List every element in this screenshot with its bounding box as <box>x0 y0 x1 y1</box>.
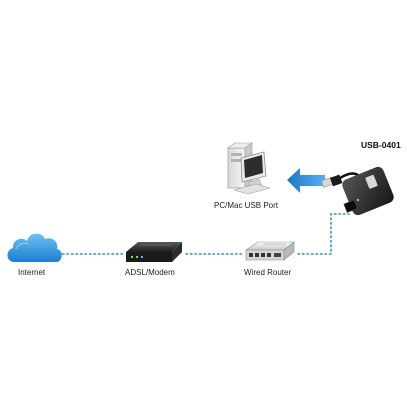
cloud-icon <box>7 233 62 262</box>
arrow-icon <box>287 168 325 193</box>
connection-links <box>57 213 350 255</box>
internet-label: Internet <box>18 268 46 277</box>
usb-adapter-icon <box>320 166 394 216</box>
router-icon <box>245 241 295 261</box>
router-label: Wired Router <box>244 268 292 277</box>
pc-label: PC/Mac USB Port <box>214 201 279 210</box>
computer-icon <box>227 142 271 195</box>
model-label: USB-0401 <box>361 140 401 150</box>
modem-label: ADSL/Modem <box>125 268 175 277</box>
link-router-adapter <box>297 213 350 255</box>
modem-icon <box>126 242 182 262</box>
